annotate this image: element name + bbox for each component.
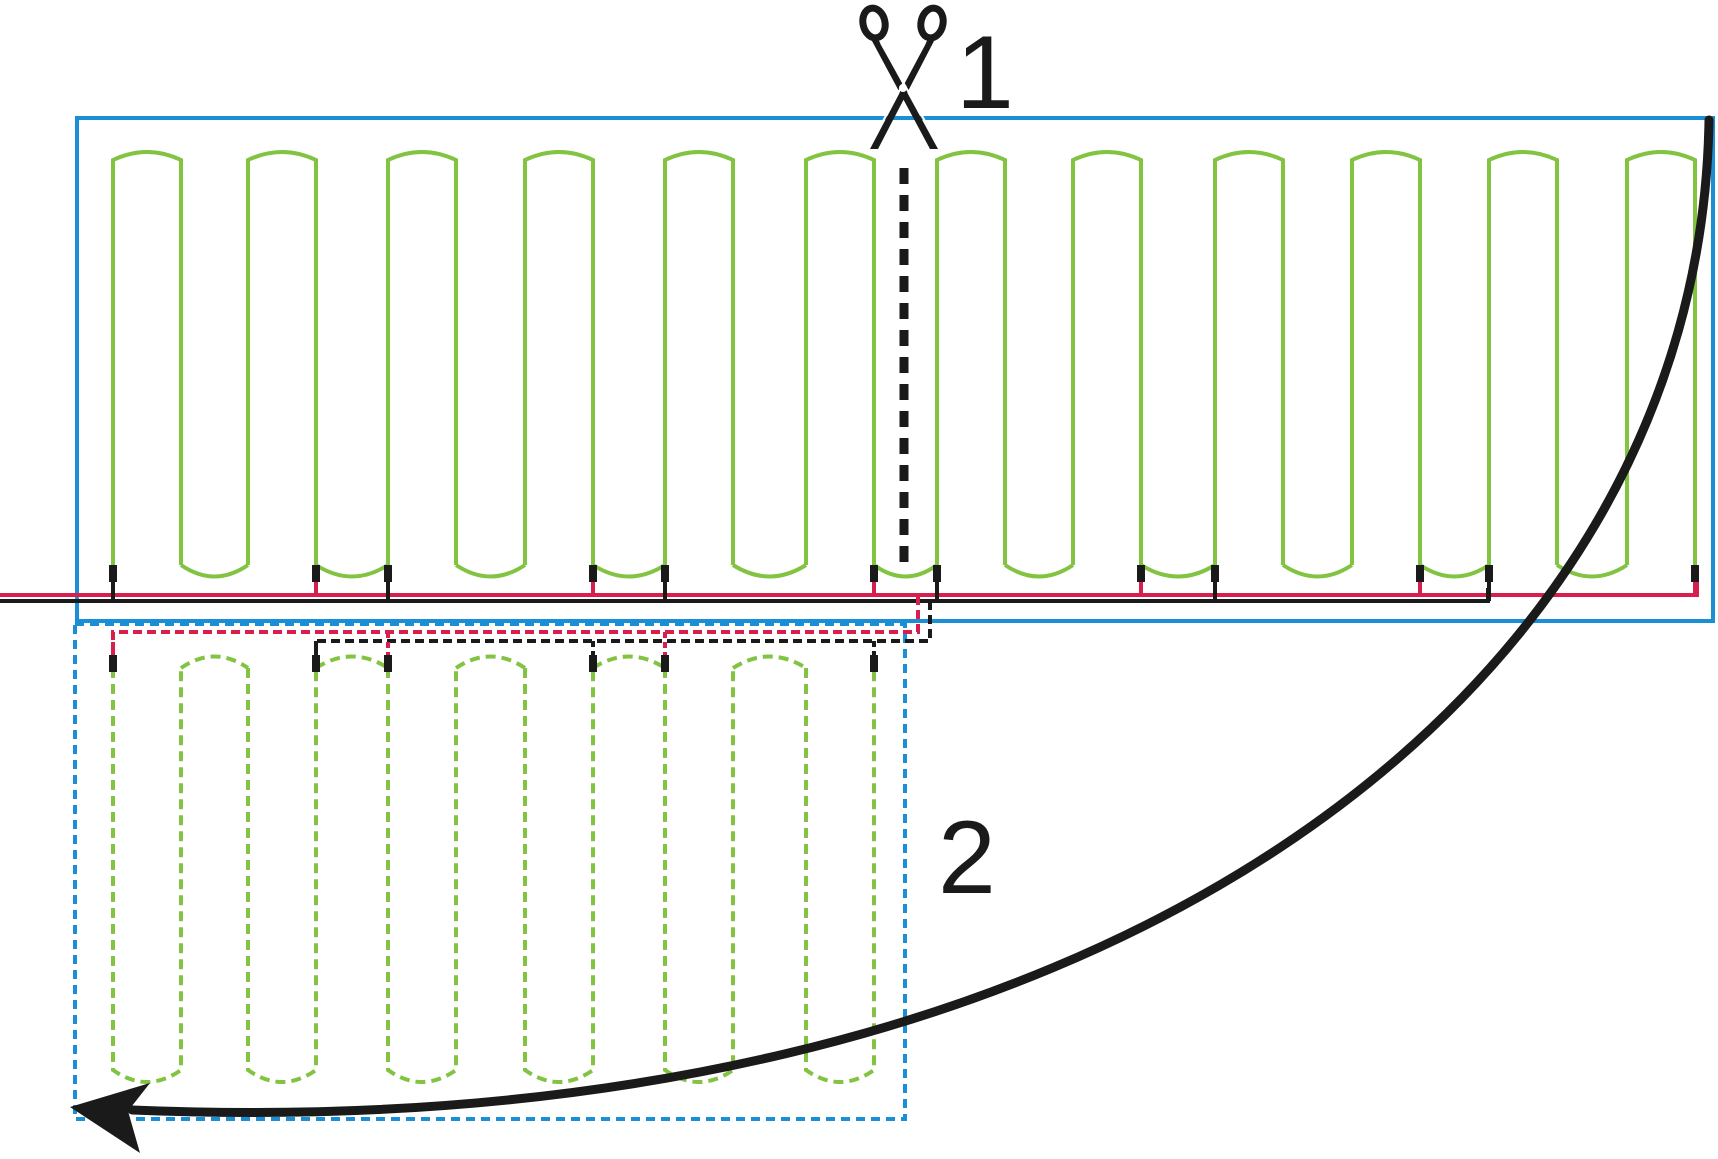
cable-end-connector: [312, 565, 320, 582]
upper-wire-connections: [109, 565, 1699, 601]
cable-end-connector: [661, 565, 669, 582]
curved-arrow-icon: [70, 115, 1714, 1153]
step-2-label: 2: [938, 800, 996, 916]
folded-red-supply-wire: [111, 596, 920, 660]
cable-end-connector: [1137, 565, 1145, 582]
folded-mat-mesh-border: [73, 622, 907, 1121]
cable-end-connector: [1485, 565, 1493, 582]
cable-end-connector: [1211, 565, 1219, 582]
cable-end-connector: [1691, 565, 1699, 582]
upper-heating-cable: [111, 150, 1697, 579]
heating-cable-serpentine: [111, 150, 1697, 579]
step-1-label: 1: [956, 15, 1014, 131]
cable-end-connector: [589, 565, 597, 582]
folded-supply-wires: [109, 596, 932, 672]
folded-heating-cable-serpentine: [111, 654, 876, 1084]
folded-cable-end-connector: [109, 655, 117, 672]
folded-black-supply-wire: [314, 601, 932, 660]
folded-wire-connections: [109, 632, 878, 672]
scissors-icon: [859, 4, 947, 149]
cable-end-connector: [1416, 565, 1424, 582]
folded-cable-end-connector: [312, 655, 320, 672]
cable-end-connector: [109, 565, 117, 582]
folded-heating-cable: [111, 654, 876, 1084]
cable-end-connector: [870, 565, 878, 582]
folded-cable-end-connector: [661, 655, 669, 672]
folded-cable-end-connector: [589, 655, 597, 672]
red-supply-wire: [0, 580, 1699, 597]
cable-end-connector: [933, 565, 941, 582]
upper-supply-wires: [0, 565, 1699, 603]
cable-end-connector: [384, 565, 392, 582]
folded-cable-end-connector: [870, 655, 878, 672]
upper-mat-mesh-border: [75, 116, 1715, 623]
folded-cable-end-connector: [384, 655, 392, 672]
